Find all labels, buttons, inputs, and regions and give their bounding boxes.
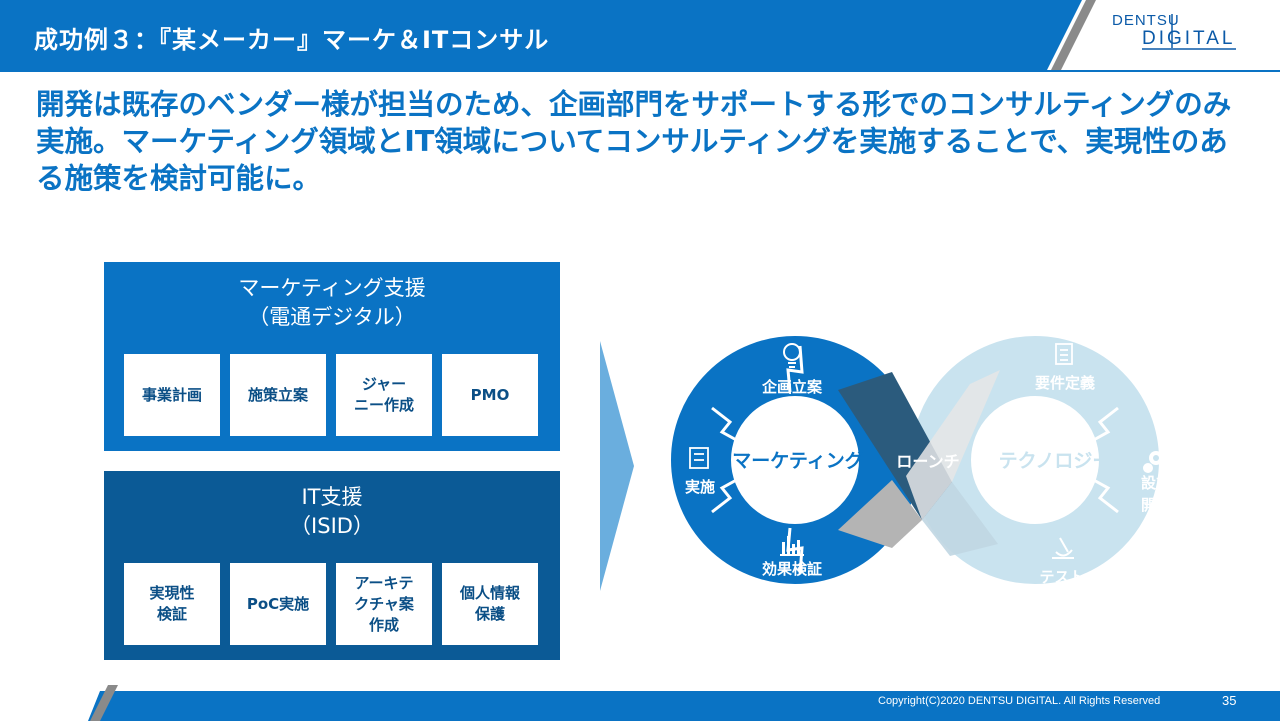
step-evaluation-label: 効果検証 [762,560,822,578]
technology-center-label: テクノロジー [999,450,1112,472]
step-execution-label: 実施 [685,478,715,496]
launch-label: ローンチ [896,452,959,471]
copyright-text: Copyright(C)2020 DENTSU DIGITAL. All Rig… [878,695,1161,707]
step-requirements-label: 要件定義 [1035,374,1095,392]
infinity-cycle-diagram: マーケティング ローンチ テクノロジー 企画立案 実施 効果検証 要件定義 設計… [671,336,1172,586]
dentsu-digital-logo: DENTSU DIGITAL [1112,12,1262,52]
gear-icon [1143,451,1163,473]
footer-bar [0,685,1280,721]
marketing-item-box: 施策立案 [230,354,326,436]
it-item-box: アーキテ クチャ案 作成 [336,563,432,645]
page-number: 35 [1222,693,1237,708]
checklist-icon [689,447,709,469]
marketing-item-box: 事業計画 [124,354,220,436]
crossing-band-gray [838,480,922,548]
footer-background [0,685,1280,721]
crossing-band-pale [922,482,998,556]
header-background [0,0,1280,72]
it-item-label: PoC実施 [246,594,310,613]
marketing-item-label: 施策立案 [247,385,308,404]
it-support-panel: IT支援 （ISID） 実現性 検証 PoC実施 アーキテ クチャ案 作成 個人… [104,471,560,660]
it-item-box: 個人情報 保護 [442,563,538,645]
header-bar [0,0,1280,72]
logo-line1: DENTSU [1112,12,1180,29]
it-panel-subtitle: （ISID） [290,514,374,538]
step-development-label: 開発 [1141,496,1172,514]
document-icon [1055,343,1073,365]
step-test-label: テスト [1039,568,1084,586]
it-item-label: 実現性 検証 [149,584,195,623]
right-arrow-shape [600,341,634,591]
lead-text: 開発は既存のベンダー様が担当のため、企画部門をサポートする形でのコンサルティング… [36,88,1232,195]
marketing-support-panel: マーケティング支援 （電通デジタル） 事業計画 施策立案 ジャー ニー作成 PM… [104,262,560,451]
it-item-box: 実現性 検証 [124,563,220,645]
it-item-box: PoC実施 [230,563,326,645]
marketing-item-label: PMO [470,385,510,404]
crossing-band-light [906,370,1000,520]
logo-line2: DIGITAL [1142,28,1236,49]
marketing-center-label: マーケティング [732,449,863,472]
it-item-label: アーキテ クチャ案 作成 [354,573,414,634]
marketing-panel-title: マーケティング支援 [238,276,426,300]
marketing-item-box: ジャー ニー作成 [336,354,432,436]
lightbulb-icon [783,343,801,368]
it-item-label: 個人情報 保護 [459,584,520,623]
marketing-item-label: 事業計画 [141,385,202,404]
page-title: 成功例３：『某メーカー』マーケ＆ITコンサル [34,26,550,54]
bar-chart-icon [780,536,804,556]
it-panel-title: IT支援 [301,485,363,509]
logo-lines [1142,14,1236,50]
marketing-panel-subtitle: （電通デジタル） [248,305,416,329]
step-planning-label: 企画立案 [761,378,823,396]
microscope-icon [1052,537,1074,559]
marketing-item-box: PMO [442,354,538,436]
marketing-item-label: ジャー ニー作成 [353,375,414,414]
step-design-label: 設計 [1141,474,1171,492]
